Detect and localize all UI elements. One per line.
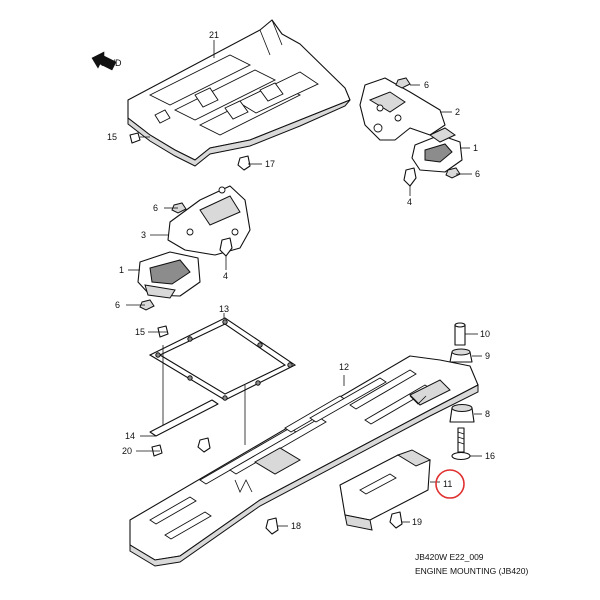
mount-nut-6c[interactable]	[171, 202, 187, 214]
mount-nut-6a[interactable]	[395, 77, 411, 89]
label-10: 10	[480, 329, 490, 339]
label-6-left-upper: 6	[153, 203, 158, 213]
diagram-code: JB420W E22_009	[415, 552, 484, 562]
label-6-right: 6	[475, 169, 480, 179]
mount-bolt-4a[interactable]	[403, 167, 417, 187]
bolt-15-upper[interactable]	[129, 132, 141, 144]
bolt-20[interactable]	[151, 444, 163, 457]
label-17: 17	[265, 159, 275, 169]
label-1-left: 1	[119, 265, 124, 275]
label-8: 8	[485, 409, 490, 419]
label-3: 3	[141, 230, 146, 240]
diagram-title: ENGINE MOUNTING (JB420)	[415, 566, 529, 576]
member-bracket-11[interactable]	[339, 449, 432, 531]
label-11: 11	[443, 479, 452, 489]
cushion-9[interactable]	[449, 348, 473, 363]
label-15-upper: 15	[107, 132, 117, 142]
left-engine-mount-rubber[interactable]	[137, 251, 201, 299]
skid-plate[interactable]	[127, 19, 351, 167]
strip-14[interactable]	[149, 399, 219, 437]
collar-10[interactable]	[454, 322, 466, 346]
mount-bolt-4b[interactable]	[219, 237, 233, 257]
cushion-8[interactable]	[449, 404, 475, 423]
bolt-16[interactable]	[451, 427, 471, 461]
label-4-left: 4	[223, 271, 228, 281]
bolt-20-b[interactable]	[197, 437, 211, 453]
label-12: 12	[339, 362, 349, 372]
highlighted-callout-11[interactable]: 11	[435, 469, 465, 499]
label-4-right: 4	[407, 197, 412, 207]
forward-arrow-icon: FWD	[91, 51, 122, 71]
mount-nut-6b[interactable]	[445, 167, 461, 179]
under-cover[interactable]	[129, 355, 479, 567]
label-19: 19	[412, 517, 422, 527]
label-9: 9	[485, 351, 490, 361]
label-15-lower: 15	[135, 327, 145, 337]
label-20: 20	[122, 446, 132, 456]
label-1-right: 1	[473, 143, 478, 153]
label-21: 21	[209, 30, 219, 40]
label-6-upper-right: 6	[424, 80, 429, 90]
label-6-left-lower: 6	[115, 300, 120, 310]
bolt-15-lower[interactable]	[157, 325, 169, 338]
label-16: 16	[485, 451, 495, 461]
bolt-18[interactable]	[265, 517, 279, 535]
right-engine-bracket[interactable]	[359, 77, 446, 141]
left-engine-bracket[interactable]	[167, 185, 251, 256]
bolt-17[interactable]	[237, 155, 251, 171]
label-2: 2	[455, 107, 460, 117]
label-18: 18	[291, 521, 301, 531]
mount-nut-6d[interactable]	[139, 299, 155, 311]
label-13: 13	[219, 304, 229, 314]
forward-label: FWD	[101, 58, 122, 68]
bolt-19[interactable]	[389, 511, 403, 529]
gasket-frame[interactable]	[148, 317, 297, 445]
label-14: 14	[125, 431, 135, 441]
leader-lines	[126, 40, 482, 527]
right-engine-mount-rubber[interactable]	[411, 127, 463, 173]
